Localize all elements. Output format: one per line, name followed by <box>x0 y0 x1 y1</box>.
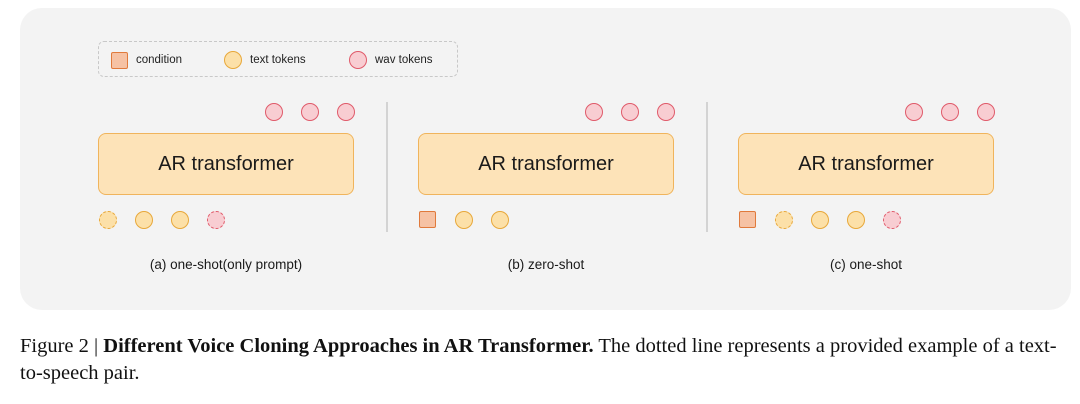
text-token-icon <box>171 211 189 229</box>
wav-token-icon <box>905 103 923 121</box>
caption-body: The dotted line represents a provided ex… <box>20 335 1057 384</box>
legend: condition text tokens wav tokens <box>98 41 458 77</box>
ar-transformer-box: AR transformer <box>418 133 674 195</box>
legend-label: condition <box>136 54 183 66</box>
condition-square-icon <box>111 51 128 69</box>
wav-token-icon <box>301 103 319 121</box>
ar-transformer-box: AR transformer <box>98 133 354 195</box>
wav-token-icon <box>621 103 639 121</box>
text-token-icon <box>811 211 829 229</box>
text-token-icon <box>847 211 865 229</box>
legend-item-condition: condition <box>111 51 182 69</box>
wav-token-icon <box>265 103 283 121</box>
figure-caption: Figure 2 | Different Voice Cloning Appro… <box>20 333 1078 387</box>
text-token-circle-icon <box>224 51 242 69</box>
wav-token-icon <box>657 103 675 121</box>
ar-transformer-box: AR transformer <box>738 133 994 195</box>
divider <box>386 102 388 232</box>
wav-token-dashed-icon <box>883 211 901 229</box>
text-token-dashed-icon <box>775 211 793 229</box>
caption-title: Different Voice Cloning Approaches in AR… <box>103 335 594 357</box>
wav-token-icon <box>941 103 959 121</box>
wav-token-icon <box>977 103 995 121</box>
legend-label: wav tokens <box>375 54 433 66</box>
panel-caption: (a) one-shot(only prompt) <box>149 257 303 272</box>
panel-caption: (b) zero-shot <box>507 257 585 272</box>
text-token-icon <box>491 211 509 229</box>
text-token-icon <box>455 211 473 229</box>
condition-square-icon <box>739 211 756 228</box>
divider <box>706 102 708 232</box>
legend-item-wav-tokens: wav tokens <box>349 51 433 69</box>
legend-item-text-tokens: text tokens <box>224 51 306 69</box>
text-token-dashed-icon <box>99 211 117 229</box>
caption-prefix: Figure 2 | <box>20 335 104 357</box>
wav-token-dashed-icon <box>207 211 225 229</box>
wav-token-icon <box>337 103 355 121</box>
panel-caption: (c) one-shot <box>829 257 903 272</box>
condition-square-icon <box>419 211 436 228</box>
text-token-icon <box>135 211 153 229</box>
wav-token-circle-icon <box>349 51 367 69</box>
legend-label: text tokens <box>250 54 306 66</box>
wav-token-icon <box>585 103 603 121</box>
